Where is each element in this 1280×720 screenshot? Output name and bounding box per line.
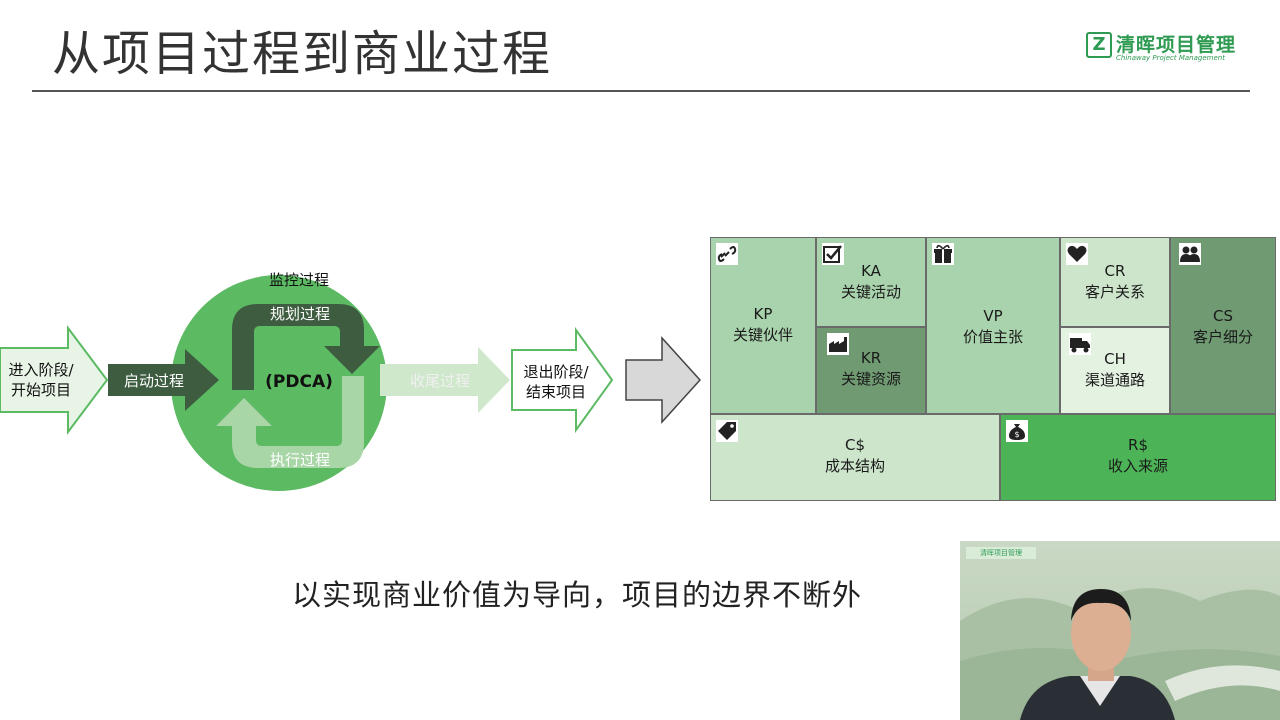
canvas-cell-kr: KR 关键资源: [816, 327, 926, 414]
title-divider: [32, 90, 1250, 92]
enter-label-line2: 开始项目: [10, 381, 71, 399]
initiate-arrow: [108, 349, 219, 411]
ch-name: 渠道通路: [1084, 371, 1145, 389]
checkbox-icon: [822, 243, 844, 265]
tag-icon: [716, 420, 738, 442]
canvas-cell-kp: KP 关键伙伴: [710, 237, 816, 414]
exit-label: 退出阶段/ 结束项目: [514, 362, 598, 402]
kp-name: 关键伙伴: [732, 326, 793, 344]
rev-code: R$: [1128, 436, 1148, 454]
svg-text:$: $: [1014, 430, 1019, 439]
canvas-cell-cr: CR 客户关系: [1060, 237, 1170, 327]
cs-code: CS: [1213, 307, 1233, 325]
monitor-label: 监控过程: [268, 271, 329, 289]
rev-name: 收入来源: [1107, 457, 1168, 475]
kr-code: KR: [860, 349, 882, 367]
truck-icon: [1069, 333, 1091, 355]
canvas-cell-ka: KA 关键活动: [816, 237, 926, 327]
canvas-cell-ch: CH 渠道通路: [1060, 327, 1170, 414]
monitor-circle: [171, 275, 387, 491]
webcam-overlay: 清晖项目管理: [960, 541, 1280, 720]
people-icon: [1179, 243, 1201, 265]
exit-label-line1: 退出阶段/: [523, 363, 589, 381]
logo-name-en: Chinaway Project Management: [1116, 54, 1225, 62]
gift-icon: [932, 243, 954, 265]
moneybag-icon: $: [1006, 420, 1028, 442]
canvas-cell-cs: CS 客户细分: [1170, 237, 1276, 414]
enter-arrow: [0, 325, 109, 435]
canvas-cell-cost: C$ 成本结构: [710, 414, 1000, 501]
cost-name: 成本结构: [824, 457, 885, 475]
vp-name: 价值主张: [962, 328, 1023, 346]
exit-arrow: [511, 326, 614, 434]
logo-mark-icon: Z: [1086, 32, 1112, 58]
exit-label-line2: 结束项目: [525, 383, 586, 401]
plan-arrow: [232, 304, 380, 390]
to-canvas-arrow: [625, 336, 702, 424]
webcam-badge: 清晖项目管理: [966, 547, 1036, 559]
enter-label: 进入阶段/ 开始项目: [4, 360, 78, 400]
logo-name-cn: 清晖项目管理: [1116, 34, 1237, 56]
initiate-label: 启动过程: [123, 372, 184, 390]
cr-name: 客户关系: [1084, 283, 1145, 301]
process-graphic: [0, 275, 702, 491]
cs-name: 客户细分: [1192, 328, 1253, 346]
pdca-label: (PDCA): [265, 372, 333, 392]
cost-code: C$: [844, 436, 866, 454]
execute-label: 执行过程: [269, 451, 330, 469]
kr-name: 关键资源: [840, 370, 901, 388]
cr-code: CR: [1104, 262, 1126, 280]
ch-code: CH: [1104, 350, 1126, 368]
close-arrow: [380, 347, 510, 413]
ka-code: KA: [861, 262, 881, 280]
kp-code: KP: [753, 305, 773, 323]
enter-label-line1: 进入阶段/: [8, 361, 74, 379]
link-icon: [716, 243, 738, 265]
vp-code: VP: [983, 307, 1003, 325]
plan-label: 规划过程: [269, 305, 330, 323]
project-process-diagram: 进入阶段/ 开始项目 启动过程 监控过程 规划过程 (PDCA) 执行过程 收尾…: [0, 250, 720, 520]
canvas-cell-vp: VP 价值主张: [926, 237, 1060, 414]
canvas-cell-rev: $ R$ 收入来源: [1000, 414, 1276, 501]
close-label: 收尾过程: [409, 372, 470, 390]
execute-arrow: [216, 376, 364, 468]
slide-title: 从项目过程到商业过程: [52, 26, 553, 82]
ka-name: 关键活动: [840, 283, 901, 301]
heart-icon: [1066, 243, 1088, 265]
brand-logo: Z 清晖项目管理 Chinaway Project Management: [1086, 30, 1251, 64]
factory-icon: [827, 333, 849, 355]
presenter-video: [960, 588, 1280, 720]
business-model-canvas: KP 关键伙伴 KA 关键活动 KR 关键资源 VP 价值主张: [710, 237, 1276, 501]
slide-caption: 以实现商业价值为导向，项目的边界不断外: [292, 578, 863, 612]
